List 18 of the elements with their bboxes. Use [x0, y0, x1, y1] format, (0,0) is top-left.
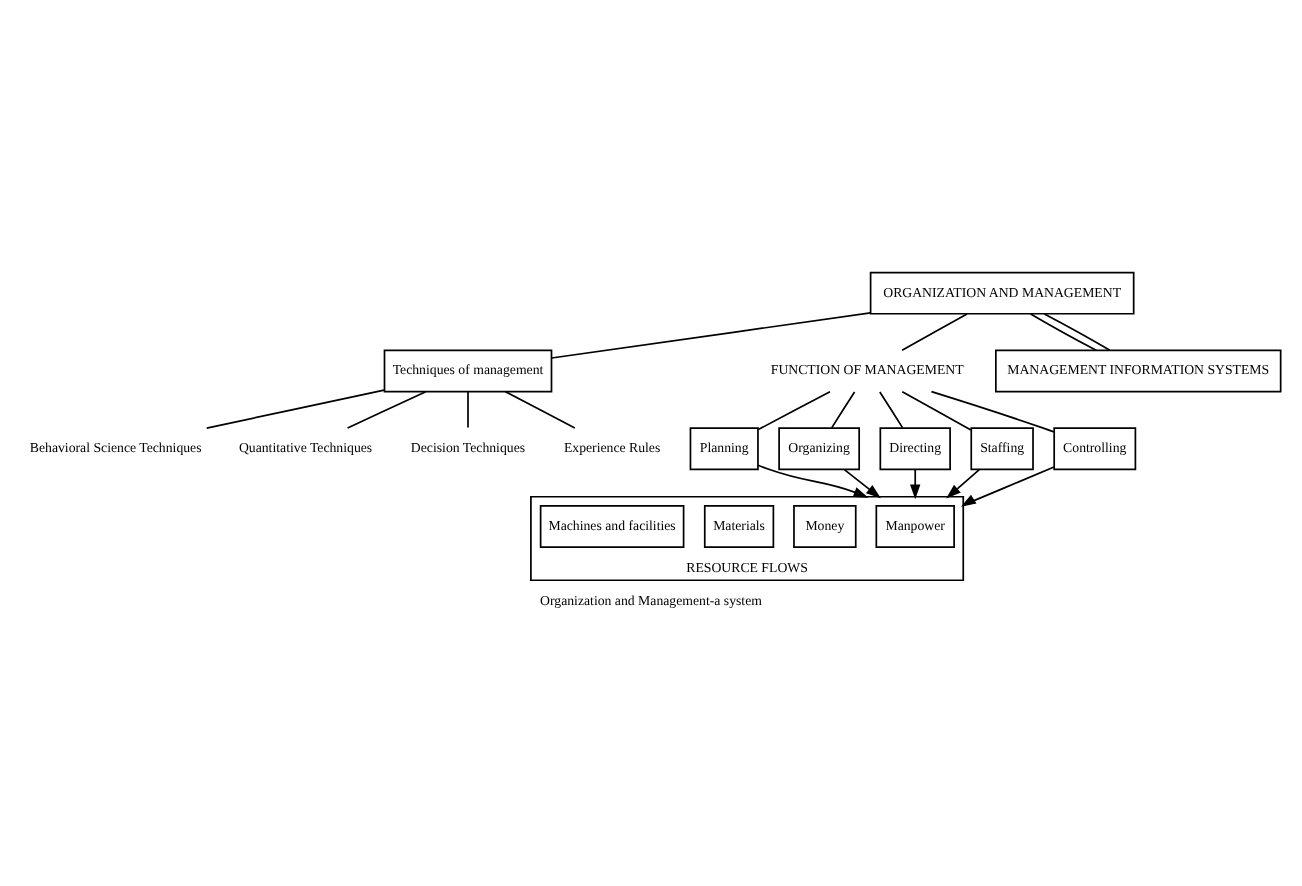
- arrow: [961, 466, 1055, 507]
- arrow: [946, 468, 981, 499]
- connector: [550, 312, 872, 359]
- connector: [1043, 313, 1111, 352]
- connector: [930, 390, 1055, 433]
- connector: [346, 390, 427, 429]
- arrow: [910, 468, 921, 500]
- connector: [901, 313, 968, 352]
- connector: [901, 390, 972, 431]
- connector: [467, 391, 469, 429]
- connector: [1029, 313, 1097, 352]
- connector: [878, 391, 904, 429]
- arrow: [757, 464, 869, 498]
- connector: [757, 390, 831, 431]
- connector: [205, 389, 385, 429]
- connector: [831, 391, 856, 429]
- connector: [504, 390, 576, 429]
- arrow: [843, 468, 881, 499]
